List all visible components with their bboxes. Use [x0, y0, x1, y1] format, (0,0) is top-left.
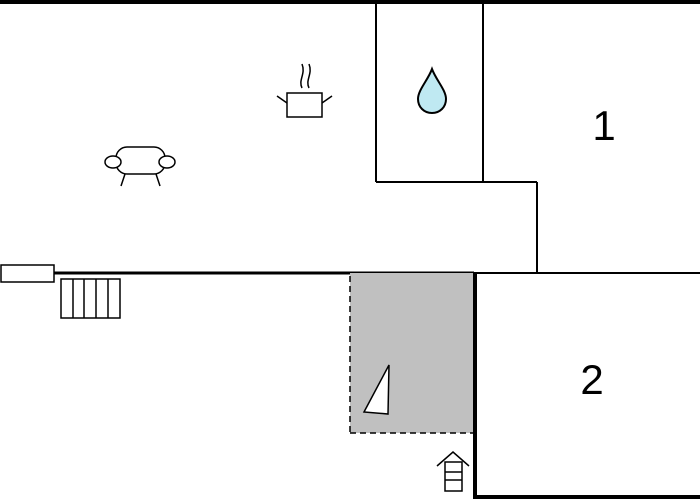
sofa-icon	[104, 146, 176, 187]
radiator-icon	[60, 278, 121, 319]
bathroom-walls	[375, 2, 538, 273]
room-1-label: 1	[592, 102, 615, 149]
window-bar-icon	[0, 264, 55, 283]
entrance-house-icon	[436, 451, 470, 492]
cooking-pot-icon	[276, 63, 333, 118]
sail-triangle-icon	[362, 364, 390, 415]
room-2-label: 2	[580, 356, 603, 403]
water-drop-icon	[416, 66, 448, 115]
